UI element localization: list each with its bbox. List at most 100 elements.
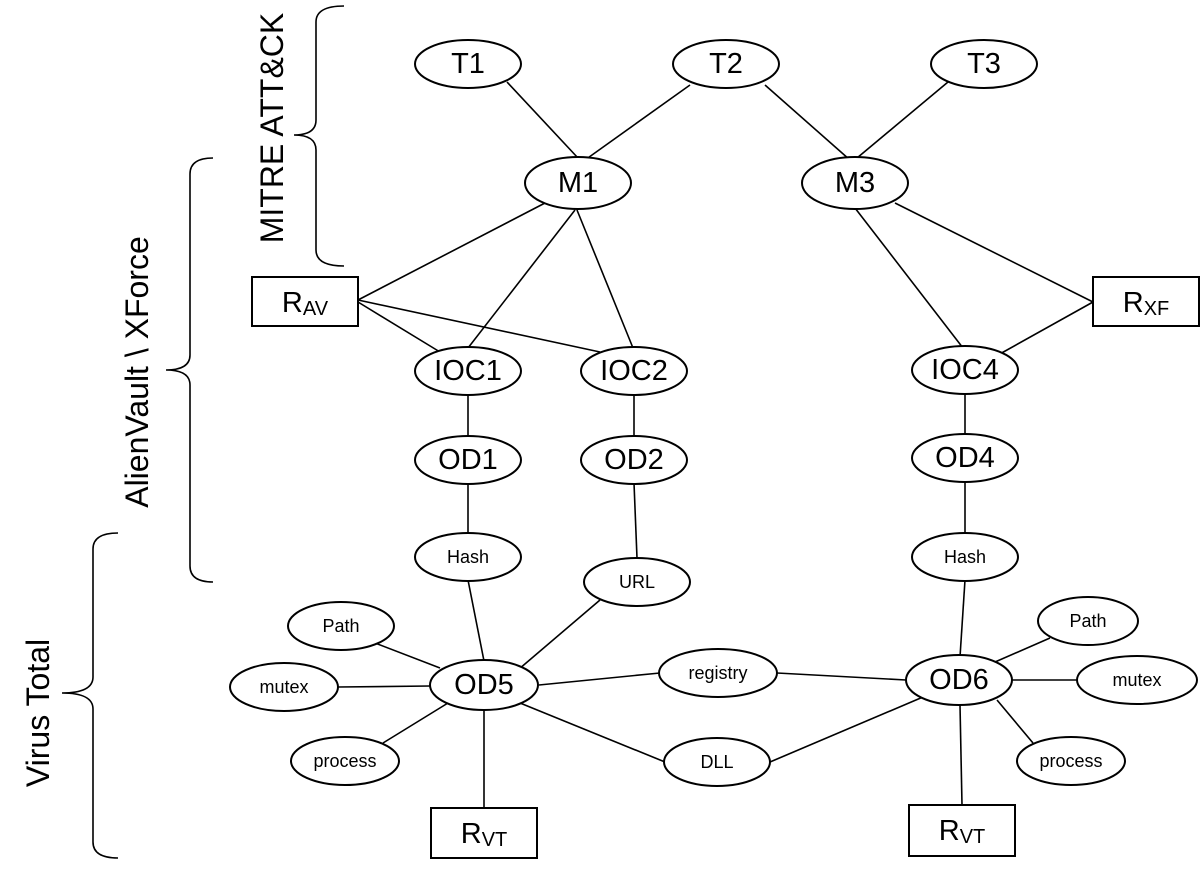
node-od4-label: OD4 xyxy=(935,442,995,474)
node-t1: T1 xyxy=(414,39,522,89)
edge-m3-ioc4 xyxy=(854,207,964,349)
node-hash-left-label: Hash xyxy=(447,547,489,567)
node-hash-right: Hash xyxy=(911,532,1019,582)
node-m3-label: M3 xyxy=(835,167,875,199)
edge-m1-rav xyxy=(357,202,546,301)
node-t3-label: T3 xyxy=(967,48,1001,80)
edge-t3-m3 xyxy=(856,81,949,159)
node-t1-label: T1 xyxy=(451,48,485,80)
node-mutex-right: mutex xyxy=(1076,655,1198,705)
alienvault-brace xyxy=(165,157,214,583)
node-od1-label: OD1 xyxy=(438,444,498,476)
report-rxf-sub: XF xyxy=(1144,298,1170,320)
node-t3: T3 xyxy=(930,39,1038,89)
node-path-left-label: Path xyxy=(322,616,359,636)
edge-m1-ioc2 xyxy=(576,209,634,349)
node-process-right: process xyxy=(1016,736,1126,786)
node-process-right-label: process xyxy=(1039,751,1102,771)
svg-text:RVT: RVT xyxy=(461,818,508,851)
node-path-right-label: Path xyxy=(1069,611,1106,631)
node-registry: registry xyxy=(658,648,778,698)
edge-registry-od6 xyxy=(776,672,907,681)
edge-t2-m3 xyxy=(764,84,851,161)
edge-od5-registry xyxy=(538,672,661,686)
node-m1-label: M1 xyxy=(558,167,598,199)
edge-od2-url xyxy=(633,482,638,559)
edge-od5-dll xyxy=(519,702,666,763)
edge-rav-ioc2 xyxy=(357,299,601,353)
svg-text:RAV: RAV xyxy=(282,287,329,320)
report-rxf-main: R xyxy=(1123,287,1144,319)
edge-url-od5 xyxy=(511,599,601,676)
group-braces: MITRE ATT&CK AlienVault \ XForce Virus T… xyxy=(20,5,345,859)
edge-dll-od6 xyxy=(769,696,924,763)
edge-hash-od6 xyxy=(959,579,966,658)
node-t2: T2 xyxy=(672,39,780,89)
node-url-label: URL xyxy=(619,572,655,592)
report-rvt-left: RVT xyxy=(430,807,538,859)
node-dll: DLL xyxy=(663,737,771,787)
edge-process-od5 xyxy=(382,702,449,744)
node-od5-label: OD5 xyxy=(454,669,514,701)
node-mutex-left-label: mutex xyxy=(259,677,308,697)
node-ioc2-label: IOC2 xyxy=(600,355,668,387)
reports: RAV RXF RVT RVT xyxy=(251,276,1200,859)
node-od4: OD4 xyxy=(911,433,1019,483)
edge-t1-m1 xyxy=(506,81,579,159)
node-process-left-label: process xyxy=(313,751,376,771)
report-rvt-right: RVT xyxy=(908,804,1016,857)
svg-text:RVT: RVT xyxy=(939,815,986,848)
edge-rxf-ioc4 xyxy=(997,301,1094,356)
node-ioc2: IOC2 xyxy=(580,346,688,396)
node-process-left: process xyxy=(290,736,400,786)
node-ioc4: IOC4 xyxy=(911,345,1019,395)
node-od6: OD6 xyxy=(905,654,1013,706)
edge-t2-m1 xyxy=(584,84,691,161)
node-ioc1-label: IOC1 xyxy=(434,355,502,387)
alienvault-label: AlienVault \ XForce xyxy=(119,236,155,508)
node-od1: OD1 xyxy=(414,435,522,485)
mitre-label: MITRE ATT&CK xyxy=(254,13,290,244)
report-rav-main: R xyxy=(282,287,303,319)
node-registry-label: registry xyxy=(688,663,747,683)
node-ioc1: IOC1 xyxy=(414,346,522,396)
node-dll-label: DLL xyxy=(700,752,733,772)
edge-path-od5 xyxy=(374,642,441,669)
virustotal-label: Virus Total xyxy=(20,639,56,787)
edge-rav-ioc1 xyxy=(357,301,441,353)
edge-hash-od5 xyxy=(467,579,485,662)
report-rvt-right-main: R xyxy=(939,815,960,847)
mitre-brace xyxy=(293,5,345,267)
edge-od6-rvt xyxy=(959,704,963,806)
report-rvt-left-main: R xyxy=(461,818,482,850)
node-t2-label: T2 xyxy=(709,48,743,80)
node-od6-label: OD6 xyxy=(929,664,989,696)
node-path-right: Path xyxy=(1037,596,1139,646)
report-rvt-right-sub: VT xyxy=(960,826,986,848)
virustotal-brace xyxy=(61,532,119,859)
svg-text:RXF: RXF xyxy=(1123,287,1170,320)
node-mutex-right-label: mutex xyxy=(1112,670,1161,690)
edge-m3-rxf xyxy=(894,202,1094,303)
node-od2-label: OD2 xyxy=(604,444,664,476)
edge-od6-path xyxy=(994,637,1051,663)
nodes: T1 T2 T3 M1 M3 IOC1 IOC2 IOC4 xyxy=(229,39,1198,787)
node-m1: M1 xyxy=(524,156,632,210)
node-ioc4-label: IOC4 xyxy=(931,354,999,386)
node-hash-left: Hash xyxy=(414,532,522,582)
node-url: URL xyxy=(583,557,691,607)
edges xyxy=(337,81,1094,808)
node-mutex-left: mutex xyxy=(229,662,339,712)
edge-mutex-od5 xyxy=(337,685,431,688)
report-rxf: RXF xyxy=(1092,276,1200,327)
edge-m1-ioc1 xyxy=(467,209,576,349)
report-rvt-left-sub: VT xyxy=(482,829,508,851)
report-rav: RAV xyxy=(251,276,359,327)
report-rav-sub: AV xyxy=(303,298,329,320)
node-hash-right-label: Hash xyxy=(944,547,986,567)
node-od5: OD5 xyxy=(429,659,539,711)
node-od2: OD2 xyxy=(580,435,688,485)
edge-od6-process xyxy=(996,699,1034,744)
node-m3: M3 xyxy=(801,156,909,210)
